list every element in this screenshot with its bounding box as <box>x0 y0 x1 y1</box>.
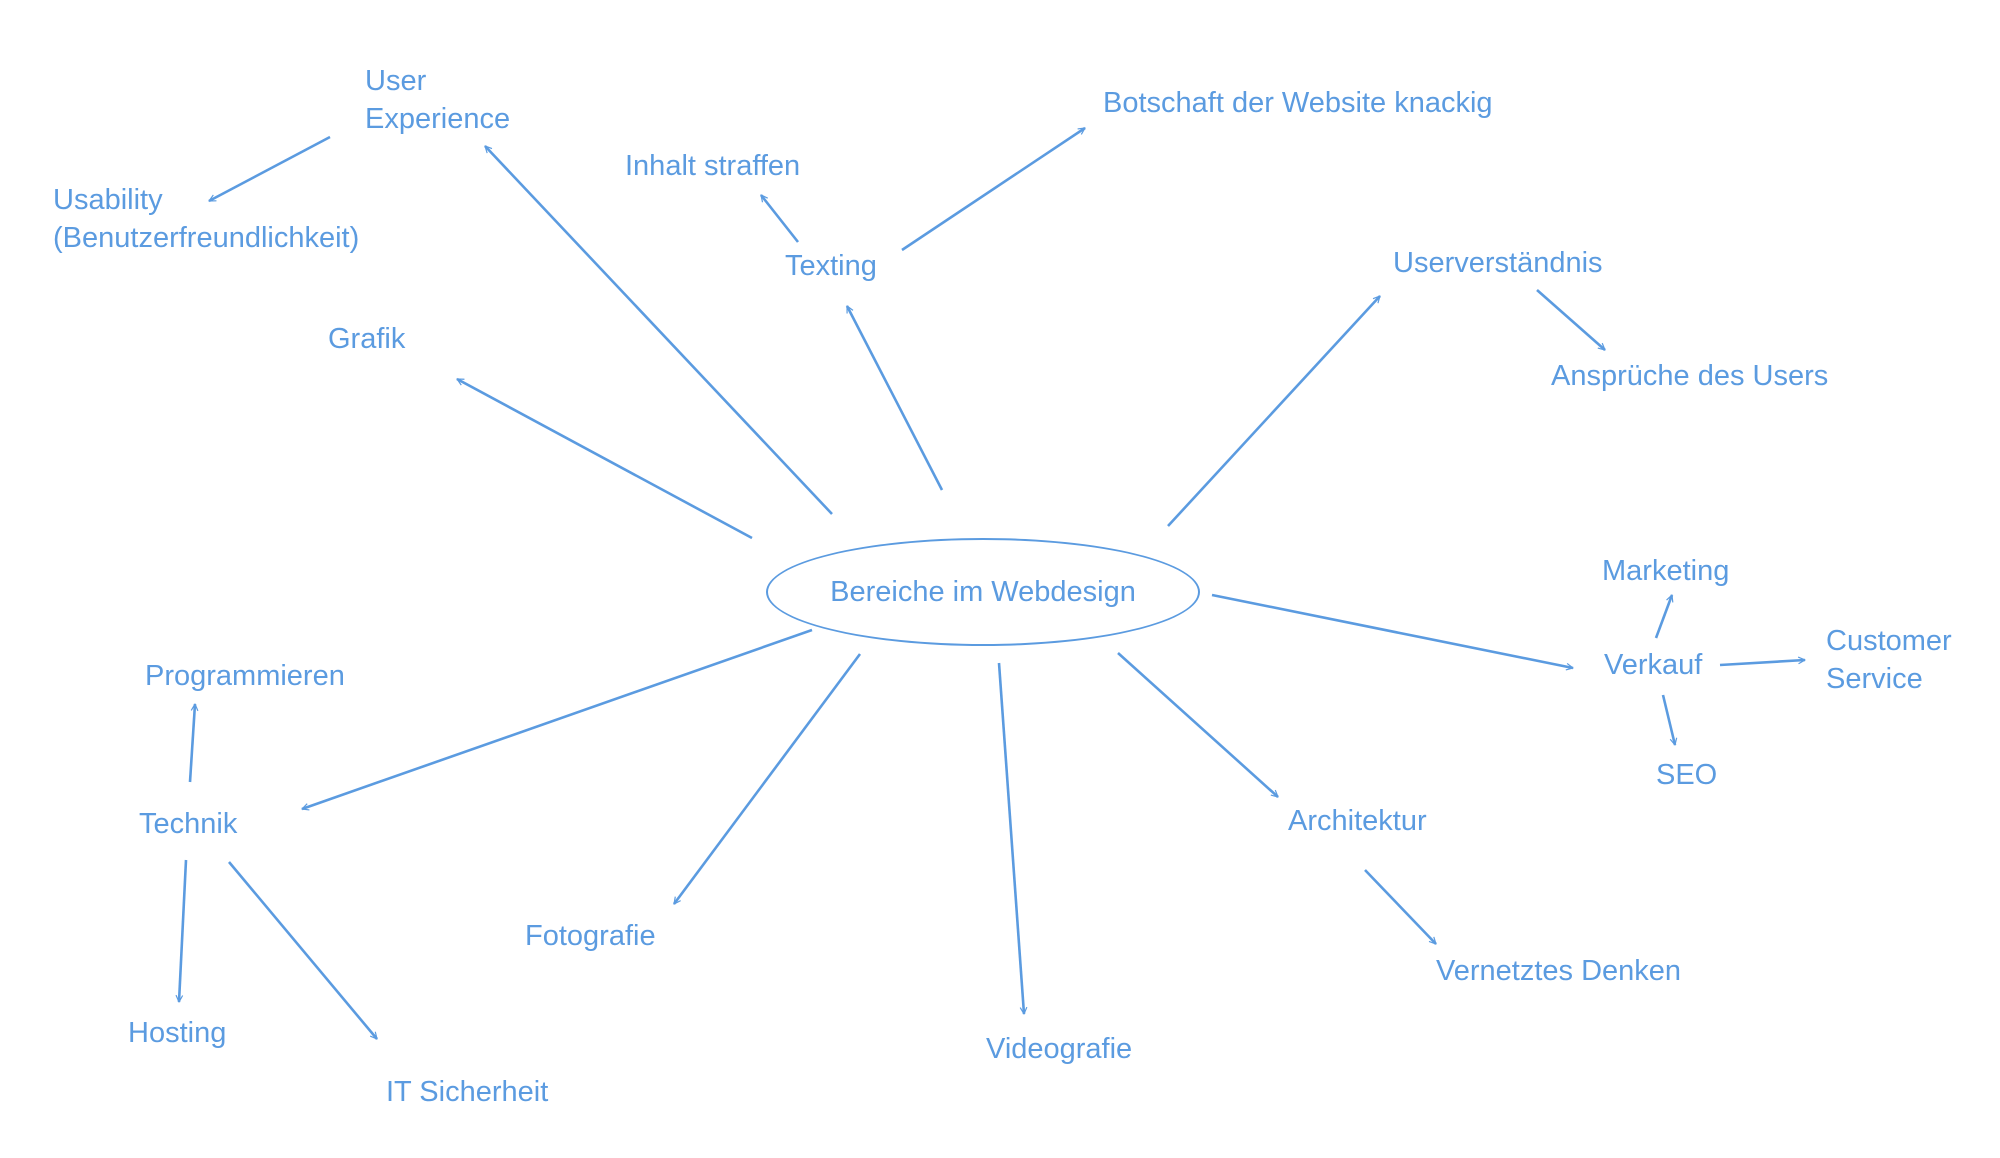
node-usability-line-2: (Benutzerfreundlichkeit) <box>53 222 360 254</box>
node-customer-service-line-1: Customer <box>1826 625 1952 657</box>
arrow-technik-to-programmieren <box>188 704 195 783</box>
node-fotografie: Fotografie <box>525 920 656 952</box>
node-it-sicherheit: IT Sicherheit <box>386 1076 549 1108</box>
node-texting: Texting <box>785 250 877 282</box>
node-customer-service: Customer Service <box>1826 622 1952 698</box>
arrow-center-to-userverstaendnis <box>1167 296 1381 527</box>
node-usability-line-1: Usability <box>53 184 163 216</box>
arrow-user-experience-to-usability <box>209 135 331 203</box>
arrow-technik-to-hosting <box>179 859 188 1002</box>
arrow-verkauf-to-seo <box>1661 694 1675 745</box>
arrow-center-to-verkauf <box>1211 593 1573 668</box>
node-user-experience-line-2: Experience <box>365 103 511 135</box>
center-node: Bereiche im Webdesign <box>766 538 1200 646</box>
node-botschaft: Botschaft der Website knackig <box>1103 87 1493 119</box>
arrow-verkauf-to-marketing <box>1654 595 1672 639</box>
arrow-center-to-technik <box>302 628 813 809</box>
node-architektur: Architektur <box>1288 805 1427 837</box>
node-user-experience-line-1: User <box>365 65 427 97</box>
arrow-technik-to-it-sicherheit <box>228 861 378 1039</box>
arrow-texting-to-botschaft <box>901 126 1085 252</box>
node-hosting: Hosting <box>128 1017 227 1049</box>
arrow-userverstaendnis-to-ansprueche <box>1536 289 1605 351</box>
arrow-center-to-fotografie <box>672 653 862 904</box>
node-marketing: Marketing <box>1602 555 1730 587</box>
node-ansprueche: Ansprüche des Users <box>1551 360 1829 392</box>
node-grafik: Grafik <box>328 323 406 355</box>
node-customer-service-line-2: Service <box>1826 663 1923 695</box>
node-videografie: Videografie <box>986 1033 1133 1065</box>
arrow-verkauf-to-customer-service <box>1719 660 1805 667</box>
center-node-label: Bereiche im Webdesign <box>830 576 1136 608</box>
arrow-center-to-architektur <box>1117 652 1278 798</box>
arrow-architektur-to-vernetztes-denken <box>1364 869 1437 944</box>
node-technik: Technik <box>139 808 238 840</box>
node-usability: Usability (Benutzerfreundlichkeit) <box>53 181 359 257</box>
node-inhalt-straffen: Inhalt straffen <box>625 150 801 182</box>
node-user-experience: User Experience <box>365 62 510 138</box>
node-vernetztes-denken: Vernetztes Denken <box>1436 955 1682 987</box>
arrow-center-to-grafik <box>457 377 753 540</box>
node-seo: SEO <box>1656 759 1718 791</box>
arrow-center-to-user-experience <box>484 146 833 515</box>
node-userverstaendnis: Userverständnis <box>1393 247 1603 279</box>
arrow-center-to-videografie <box>997 662 1024 1014</box>
node-programmieren: Programmieren <box>145 660 345 692</box>
arrow-center-to-texting <box>845 306 944 491</box>
arrow-texting-to-inhalt-straffen <box>759 195 800 243</box>
node-verkauf: Verkauf <box>1604 649 1703 681</box>
